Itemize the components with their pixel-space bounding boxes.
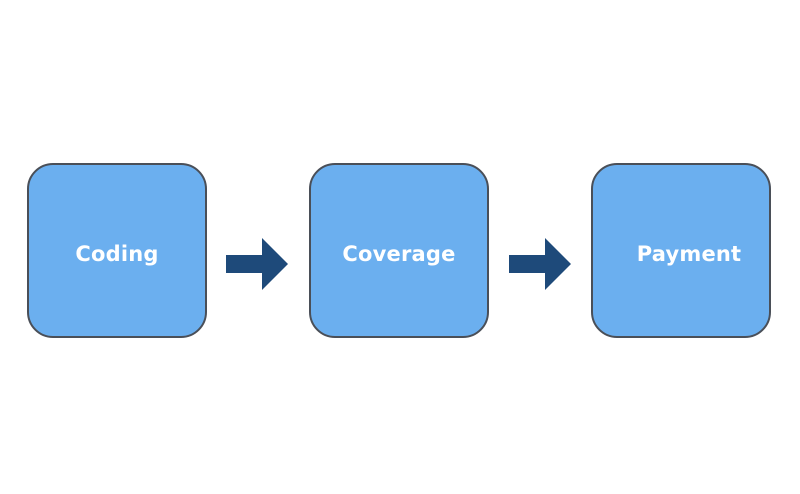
step-label-payment: Payment [636,241,742,266]
step-label-coverage: Coverage [342,241,456,266]
arrow-shape [226,238,288,290]
step-box-coding: Coding [27,163,207,338]
step-box-coverage: Coverage [309,163,489,338]
right-arrow-icon [226,238,288,290]
arrow-shape [509,238,571,290]
step-box-payment: Payment [591,163,771,338]
right-arrow-icon [509,238,571,290]
step-label-coding: Coding [75,241,159,266]
